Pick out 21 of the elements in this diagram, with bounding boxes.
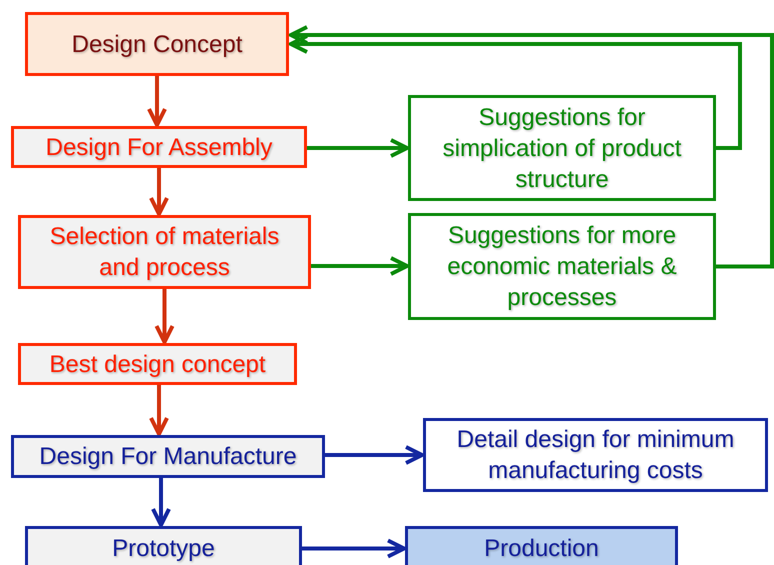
arrow	[147, 76, 167, 127]
arrow	[154, 289, 174, 344]
process-box: Best design concept	[18, 343, 297, 385]
process-box: Suggestions for simplication of product structure	[408, 95, 716, 201]
arrow	[149, 168, 169, 216]
process-box: Detail design for minimum manufacturing costs	[423, 418, 768, 492]
process-box: Design Concept	[25, 12, 289, 76]
arrow	[289, 34, 742, 150]
process-box: Production	[405, 526, 678, 565]
process-box: Prototype	[25, 526, 302, 565]
arrow	[289, 25, 774, 268]
arrow	[302, 538, 406, 558]
process-box: Design For Assembly	[11, 126, 307, 168]
arrow	[325, 445, 424, 465]
process-box: Selection of materials and process	[18, 215, 311, 289]
arrow	[151, 478, 171, 527]
arrow	[311, 256, 409, 276]
arrow	[307, 138, 409, 158]
arrow	[149, 385, 169, 436]
process-box: Design For Manufacture	[11, 435, 325, 478]
process-box: Suggestions for more economic materials & processes	[408, 213, 716, 320]
